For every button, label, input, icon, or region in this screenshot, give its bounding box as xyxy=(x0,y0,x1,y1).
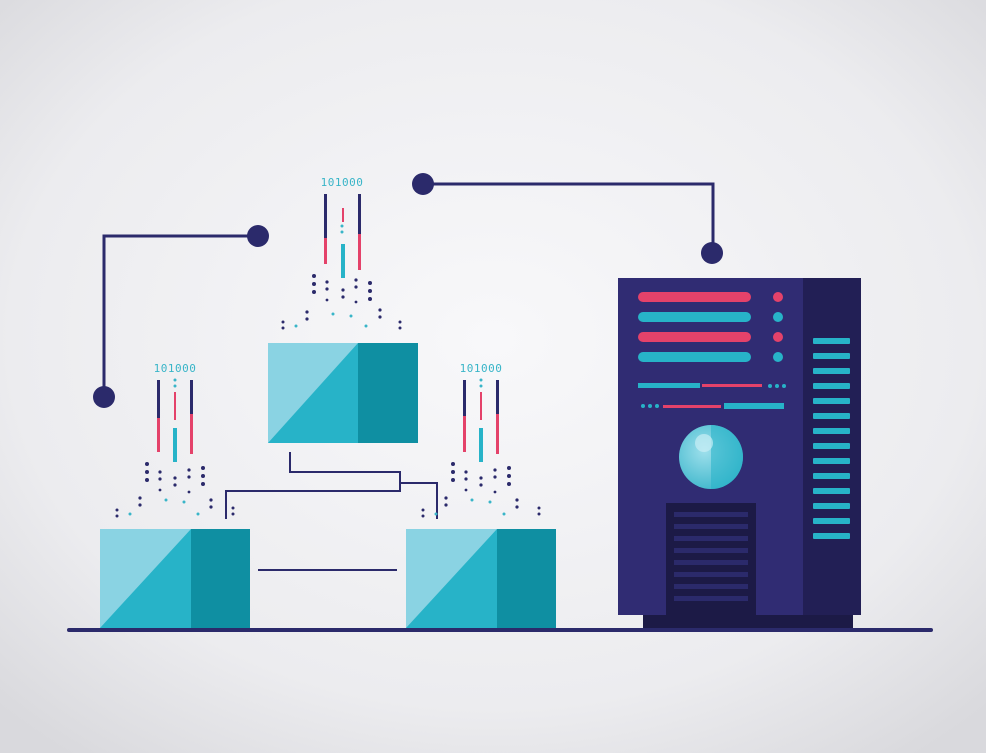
server-side-vents xyxy=(813,338,850,539)
network-node-icon xyxy=(93,173,723,408)
floor-line xyxy=(67,628,933,632)
wire-block-top-to-left xyxy=(225,483,401,519)
server-disk xyxy=(679,425,743,489)
network-wires xyxy=(102,182,715,571)
server-grille xyxy=(666,503,756,615)
data-block-left: 101000 xyxy=(100,362,250,628)
data-block-top: 101000 xyxy=(268,176,418,443)
wire-left xyxy=(102,234,258,397)
data-block-right: 101000 xyxy=(406,362,556,628)
wire-server xyxy=(423,182,715,252)
server-status-bars xyxy=(638,292,786,409)
binary-label-right: 101000 xyxy=(460,362,503,375)
binary-label-left: 101000 xyxy=(154,362,197,375)
server-icon xyxy=(618,278,861,628)
binary-label-top: 101000 xyxy=(321,176,364,189)
wire-block-top-to-right xyxy=(289,452,438,519)
